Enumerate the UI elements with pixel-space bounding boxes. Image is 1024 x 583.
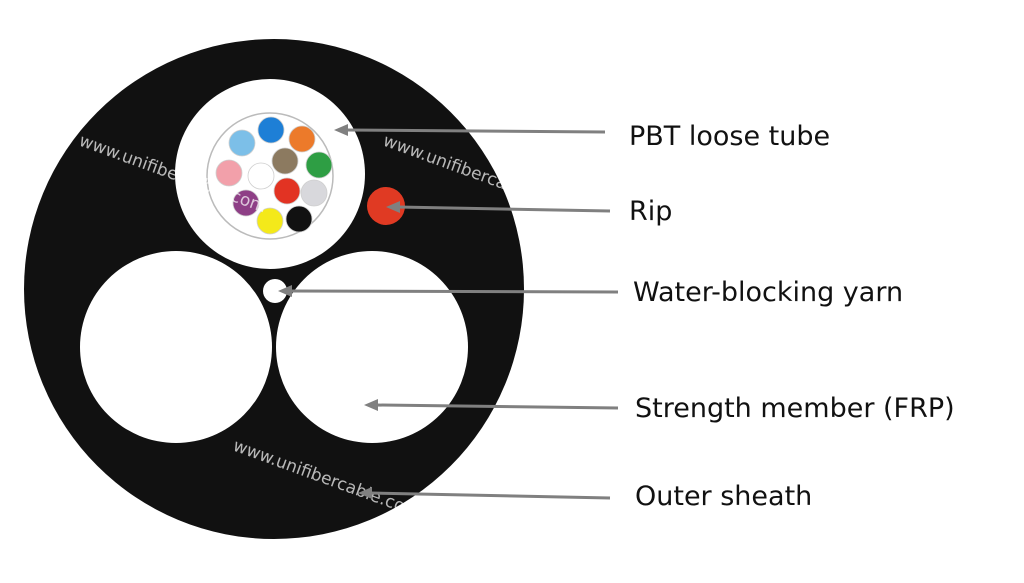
fiber-group <box>215 116 333 235</box>
fiber-green <box>305 151 333 179</box>
rip-cord <box>367 187 405 225</box>
fiber-red <box>273 177 301 205</box>
fiber-brown <box>271 147 299 175</box>
fiber-white <box>247 162 275 190</box>
fiber-orange <box>288 125 316 153</box>
water-blocking-yarn <box>263 279 287 303</box>
strength-member-right <box>276 251 468 443</box>
leader-lines <box>278 124 619 500</box>
fiber-blue <box>257 116 285 144</box>
leader-line-yarn <box>289 289 619 294</box>
leader-line-loose-tube <box>345 128 606 134</box>
arrowhead-sheath <box>358 487 372 499</box>
arrowhead-yarn <box>278 285 292 297</box>
arrowhead-loose-tube <box>334 124 348 136</box>
arrowhead-rip <box>386 201 400 213</box>
leader-line-strength <box>375 403 619 410</box>
label-loose-tube: PBT loose tube <box>629 121 830 152</box>
leader-line-sheath <box>369 491 611 500</box>
fiber-violet <box>232 189 260 217</box>
fiber-light-blue <box>228 129 256 157</box>
fiber-black <box>285 205 313 233</box>
label-strength: Strength member (FRP) <box>635 393 955 424</box>
fiber-yellow <box>256 207 284 235</box>
label-yarn: Water-blocking yarn <box>633 277 903 308</box>
fiber-pink <box>215 159 243 187</box>
label-rip: Rip <box>629 196 672 227</box>
fiber-grey <box>300 179 328 207</box>
arrowhead-strength <box>364 399 378 411</box>
label-sheath: Outer sheath <box>635 481 812 512</box>
strength-member-left <box>80 251 272 443</box>
leader-line-rip <box>397 205 611 213</box>
